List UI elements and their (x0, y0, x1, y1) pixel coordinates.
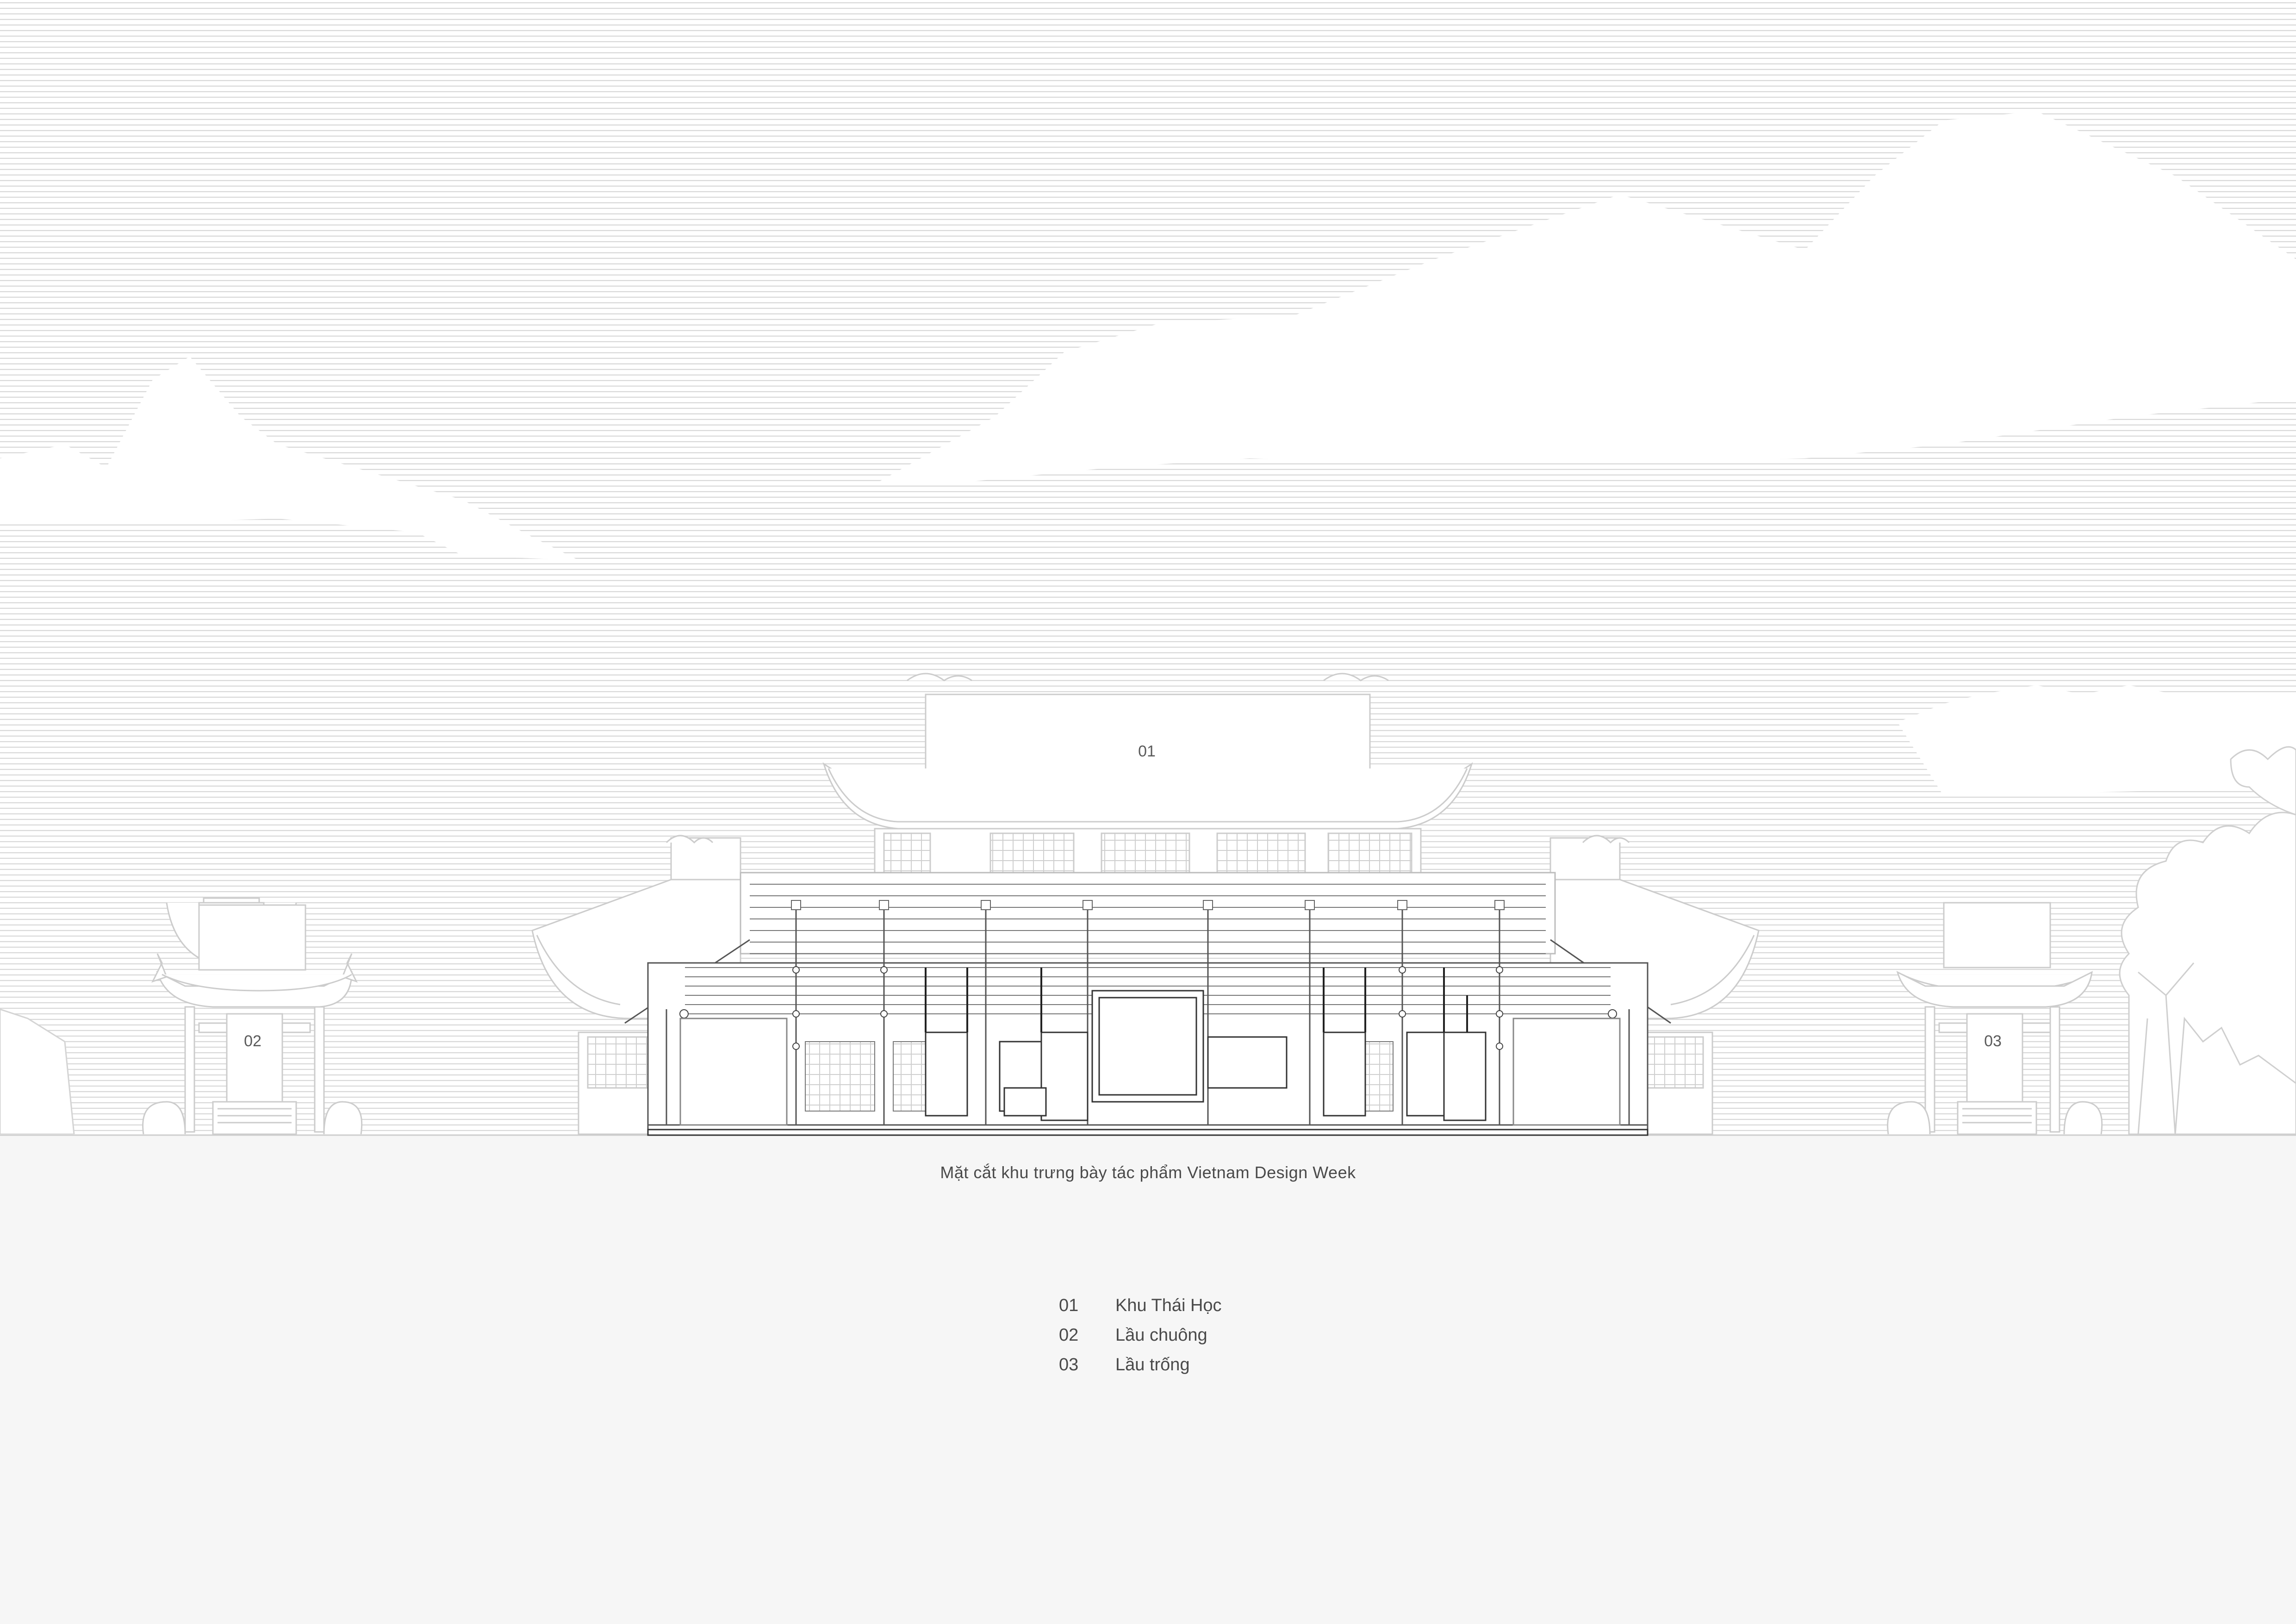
cloud-middle (879, 111, 2296, 481)
left-slope (0, 1008, 75, 1135)
trees-right (2119, 746, 2296, 1135)
drawing-caption: Mặt cắt khu trưng bày tác phẩm Vietnam D… (940, 1163, 1356, 1182)
cloud-left (0, 356, 579, 560)
legend-item: 03 Lầu trống (1059, 1350, 1222, 1380)
legend-item: 01 Khu Thái Học (1059, 1291, 1222, 1320)
legend-number: 02 (1059, 1325, 1079, 1345)
label-drum-tower: 03 (1984, 1032, 2002, 1050)
legend-name: Khu Thái Học (1115, 1295, 1222, 1315)
clouds (0, 111, 2296, 796)
label-bell-tower: 02 (244, 1032, 261, 1050)
roof-brackets (791, 900, 1505, 910)
main-hall-upper (822, 693, 1473, 881)
legend: 01 Khu Thái Học 02 Lầu chuông 03 Lầu trố… (1059, 1291, 1222, 1380)
bell-tower (142, 897, 363, 1135)
legend-number: 01 (1059, 1295, 1079, 1315)
ground (0, 1134, 2296, 1624)
legend-name: Lầu trống (1115, 1355, 1190, 1374)
label-main-hall: 01 (1138, 743, 1156, 760)
drum-tower (1887, 902, 2103, 1135)
legend-name: Lầu chuông (1115, 1325, 1207, 1345)
cloud-right (1898, 685, 2296, 796)
main-hall-section (624, 872, 1671, 1136)
legend-item: 02 Lầu chuông (1059, 1320, 1222, 1350)
legend-number: 03 (1059, 1355, 1079, 1374)
